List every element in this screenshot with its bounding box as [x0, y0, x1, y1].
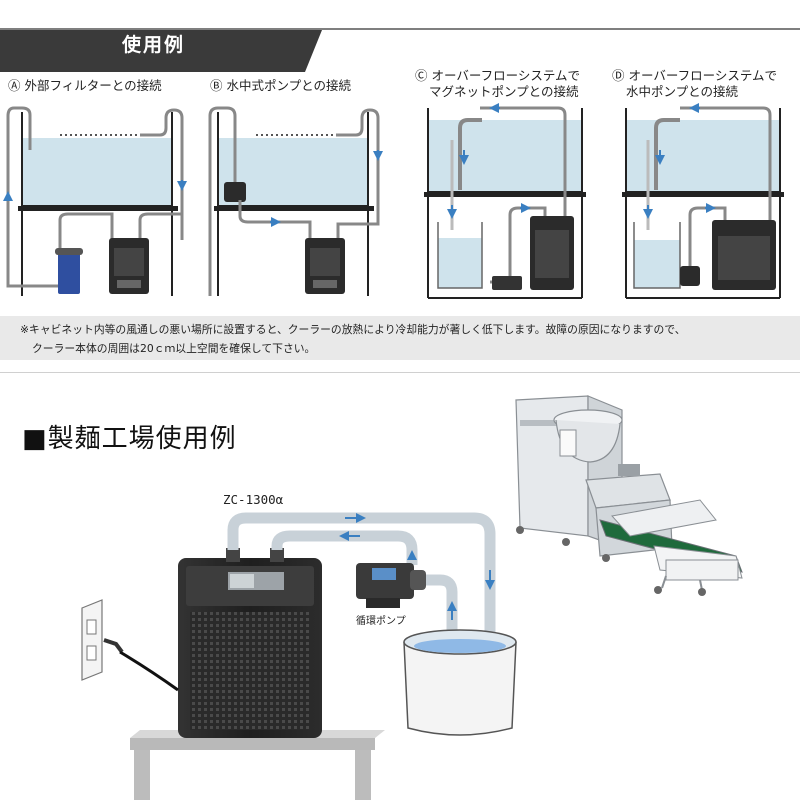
circulation-pump	[356, 563, 426, 608]
diagram-b	[208, 106, 383, 296]
section-divider	[0, 372, 800, 373]
case-c-marker: Ⓒ	[415, 68, 428, 83]
pump-label: 循環ポンプ	[356, 616, 406, 627]
case-c-label: Ⓒ オーバーフローシステムで マグネットポンプとの接続	[415, 68, 580, 100]
case-d-text-2: 水中ポンプとの接続	[626, 84, 739, 99]
caution-note: ※キャビネット内等の風通しの悪い場所に設置すると、クーラーの放熱により冷却能力が…	[0, 316, 800, 360]
caution-note-line-2: クーラー本体の周囲は20ｃｍ以上空間を確保して下さい。	[32, 342, 316, 355]
connection-diagrams	[3, 103, 784, 299]
case-d-label: Ⓓ オーバーフローシステムで 水中ポンプとの接続	[612, 68, 777, 100]
case-c-text-1: オーバーフローシステムで	[431, 68, 581, 83]
case-c-text-2: マグネットポンプとの接続	[429, 84, 579, 99]
chiller-stand	[130, 730, 385, 800]
case-a-marker: Ⓐ	[8, 78, 21, 93]
case-b-label: Ⓑ 水中式ポンプとの接続	[210, 78, 351, 94]
case-a-text: 外部フィルターとの接続	[24, 78, 162, 93]
wall-outlet	[81, 599, 179, 692]
caution-note-line-1: ※キャビネット内等の風通しの悪い場所に設置すると、クーラーの放熱により冷却能力が…	[20, 323, 686, 336]
diagram-a	[3, 106, 187, 296]
banner-title: 使用例	[122, 34, 186, 56]
diagram-c	[424, 103, 586, 299]
case-a-label: Ⓐ 外部フィルターとの接続	[8, 78, 162, 94]
chiller-unit	[178, 548, 322, 738]
water-bucket	[403, 629, 517, 736]
noodle-machine	[515, 395, 743, 596]
case-b-marker: Ⓑ	[210, 78, 223, 93]
diagram-d	[622, 103, 784, 299]
case-b-text: 水中式ポンプとの接続	[226, 78, 352, 93]
case-d-text-1: オーバーフローシステムで	[628, 68, 778, 83]
factory-section-title: ■製麺工場使用例	[22, 424, 237, 454]
section-banner	[0, 28, 800, 72]
case-d-marker: Ⓓ	[612, 68, 625, 83]
model-label: ZC-1300α	[223, 492, 284, 507]
